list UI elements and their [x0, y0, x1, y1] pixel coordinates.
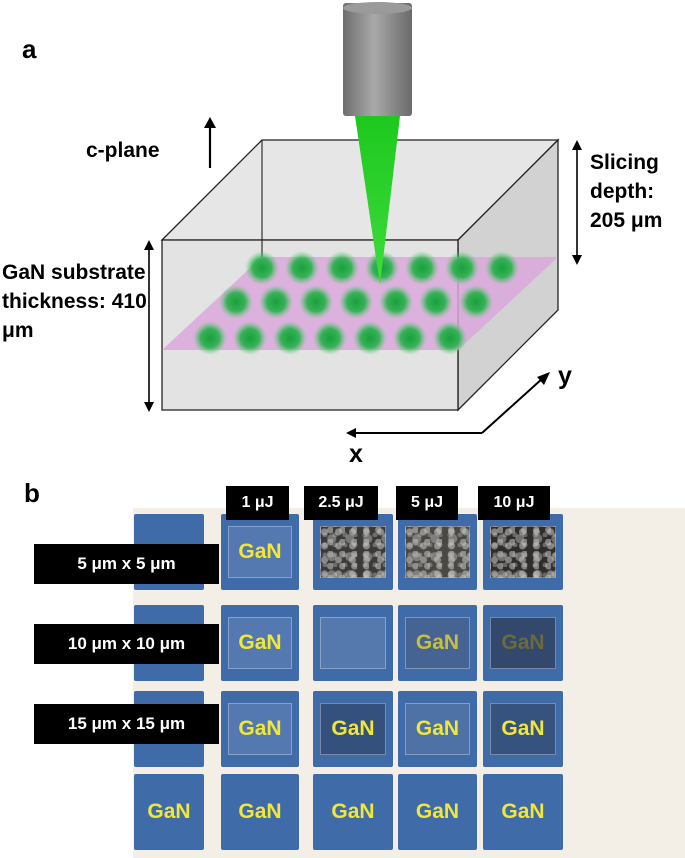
focal-spots: [193, 251, 519, 355]
spot-size-header: 15 μm x 15 μm: [34, 704, 219, 744]
gan-label: GaN: [415, 717, 460, 740]
gan-chip: [228, 526, 292, 578]
gan-chip: [320, 617, 386, 669]
objective-lens-top: [343, 2, 412, 14]
sample-card: GaN: [313, 691, 393, 767]
sample-card: GaN: [483, 605, 563, 681]
substrate-thickness-label: GaN substrate thickness: 410 μm: [2, 261, 147, 342]
gan-label: GaN: [331, 717, 375, 740]
c-plane-label: c-plane: [86, 139, 160, 162]
focal-spot: [193, 321, 227, 355]
focal-spot: [219, 285, 253, 319]
gan-chip: [405, 526, 470, 578]
gan-label: GaN: [238, 540, 282, 563]
sample-card: GaN: [398, 605, 477, 681]
pulse-energy-header: 10 μJ: [478, 486, 550, 520]
focal-spot: [339, 285, 373, 319]
sample-card: [398, 514, 477, 590]
sample-card: GaN: [221, 514, 299, 590]
x-axis-arrowhead: [346, 428, 356, 438]
spot-size-header: 5 μm x 5 μm: [34, 544, 219, 584]
y-axis-arrowhead: [537, 372, 550, 385]
gan-chip: [490, 526, 556, 578]
gan-label: GaN: [238, 800, 282, 823]
axis-y-label: y: [558, 362, 572, 390]
gan-label: GaN: [501, 800, 545, 823]
focal-spot: [259, 285, 293, 319]
sample-card: [313, 514, 393, 590]
focal-spot: [485, 251, 519, 285]
thickness-arrowhead-bottom: [144, 402, 154, 412]
focal-spot: [353, 321, 387, 355]
focal-spot: [379, 285, 413, 319]
gan-chip: [490, 617, 556, 669]
axis-x-label: x: [349, 440, 363, 468]
sample-card: GaN: [398, 774, 477, 850]
sample-card: [483, 514, 563, 590]
pulse-energy-header: 5 μJ: [396, 486, 458, 520]
gan-chip: [228, 617, 292, 669]
focal-spot: [299, 285, 333, 319]
focal-spot: [445, 251, 479, 285]
gan-label: GaN: [147, 800, 191, 823]
sample-card: GaN: [221, 691, 299, 767]
gan-label: GaN: [501, 717, 545, 740]
pulse-energy-header: 1 μJ: [226, 486, 289, 520]
sample-card: GaN: [221, 774, 299, 850]
spot-size-header: 10 μm x 10 μm: [34, 624, 219, 664]
slicing-depth-arrowhead-top: [572, 140, 582, 150]
panel-b-label: b: [24, 478, 40, 508]
focal-spot: [459, 285, 493, 319]
gan-label: GaN: [415, 800, 460, 823]
sample-photograph: GaN GaN GaN GaN GaN GaN GaN GaN GaN GaN GaN GaN GaN: [133, 508, 685, 858]
objective-lens: [343, 3, 412, 116]
gan-chip: [320, 703, 386, 755]
panel-a-label: a: [22, 34, 37, 64]
gan-chip: [228, 703, 292, 755]
sample-card: GaN: [313, 774, 393, 850]
pulse-energy-header: 2.5 μJ: [304, 486, 378, 520]
sample-card: GaN: [483, 774, 563, 850]
sample-card: GaN: [221, 605, 299, 681]
focal-spot: [245, 251, 279, 285]
gan-label: GaN: [331, 800, 375, 823]
focal-spot: [285, 251, 319, 285]
slicing-depth-label: Slicing depth: 205 μm: [590, 151, 663, 232]
sample-card: GaN: [134, 774, 204, 850]
focal-spot: [405, 251, 439, 285]
laser-slicing-diagram: x y: [144, 2, 582, 468]
focal-spot: [433, 321, 467, 355]
focal-spot: [313, 321, 347, 355]
gan-chip: [405, 703, 470, 755]
gan-label: GaN: [501, 631, 545, 654]
gan-chip: [490, 703, 556, 755]
laser-beam: [355, 116, 400, 285]
gan-chip: [320, 526, 386, 578]
sample-card: GaN: [398, 691, 477, 767]
gan-label: GaN: [415, 631, 460, 654]
gan-label: GaN: [238, 717, 282, 740]
slicing-depth-arrowhead-bottom: [572, 255, 582, 265]
gan-label: GaN: [238, 631, 282, 654]
sample-card: [313, 605, 393, 681]
gan-chip: [405, 617, 470, 669]
focal-spot: [393, 321, 427, 355]
focal-spot: [273, 321, 307, 355]
focal-spot: [325, 251, 359, 285]
thickness-arrowhead-top: [144, 240, 154, 250]
focal-spot: [419, 285, 453, 319]
sample-card: GaN: [483, 691, 563, 767]
y-axis-arrow: [481, 377, 544, 434]
c-plane-arrowhead: [204, 117, 216, 128]
focal-spot: [233, 321, 267, 355]
